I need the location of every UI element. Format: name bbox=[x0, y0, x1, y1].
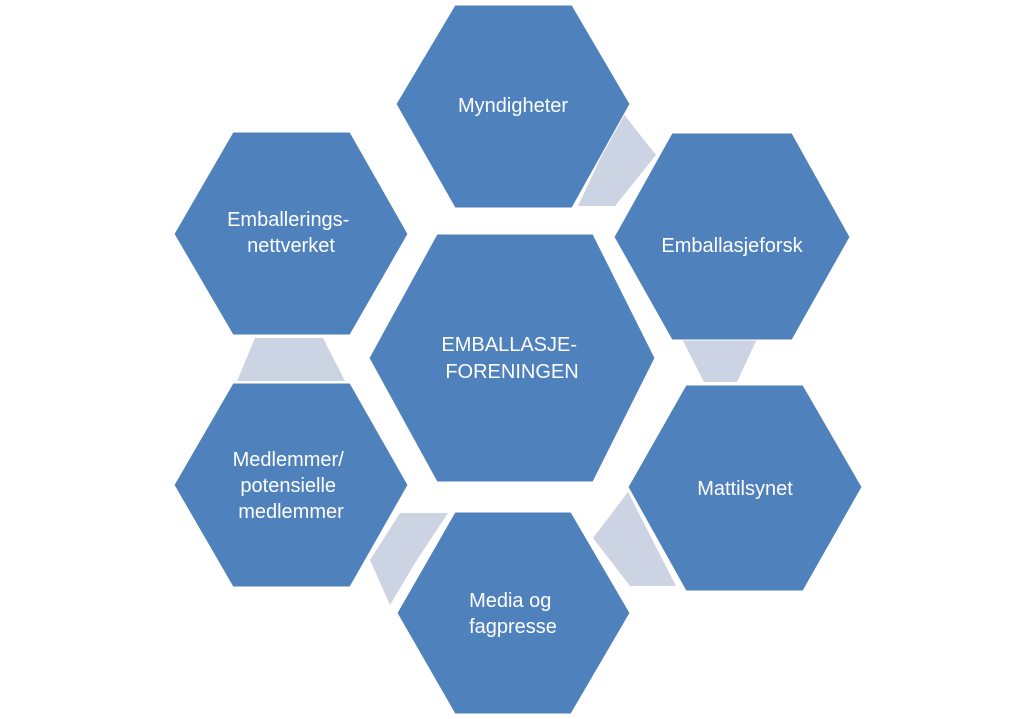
node-mattilsynet-label: Mattilsynet bbox=[697, 478, 793, 500]
node-myndigheter: Myndigheter bbox=[395, 4, 631, 209]
connector-media-medlemmer bbox=[370, 513, 448, 605]
node-media-label: Media og fagpresse bbox=[469, 590, 557, 638]
node-label-line: Media og bbox=[469, 590, 551, 612]
node-label-line: medlemmer bbox=[238, 501, 344, 523]
hexagons: EMBALLASJE- FORENINGEN Myndigheter Embal… bbox=[173, 4, 863, 715]
node-label-line: Myndigheter bbox=[458, 95, 568, 117]
center-hexagon: EMBALLASJE- FORENINGEN bbox=[368, 233, 656, 483]
node-label-line: fagpresse bbox=[469, 616, 557, 638]
connector-medlemmer-nettverket bbox=[237, 338, 345, 381]
center-label-line: EMBALLASJE- bbox=[441, 334, 577, 356]
node-label-line: potensielle bbox=[240, 475, 336, 497]
center-label-line: FORENINGEN bbox=[445, 361, 578, 383]
node-medlemmer-label: Medlemmer/ potensielle medlemmer bbox=[233, 449, 350, 523]
node-label-line: Mattilsynet bbox=[697, 478, 793, 500]
node-media: Media og fagpresse bbox=[396, 511, 631, 715]
node-nettverket-label: Emballerings- nettverket bbox=[227, 209, 355, 257]
node-myndigheter-label: Myndigheter bbox=[458, 95, 568, 117]
node-label-line: Emballasjeforsk bbox=[661, 235, 803, 257]
node-label-line: nettverket bbox=[247, 235, 335, 257]
node-medlemmer: Medlemmer/ potensielle medlemmer bbox=[173, 382, 409, 588]
node-mattilsynet: Mattilsynet bbox=[627, 384, 863, 592]
node-emballasjeforsk-label: Emballasjeforsk bbox=[661, 235, 803, 257]
node-label-line: Emballerings- bbox=[227, 209, 349, 231]
connector-emballasjeforsk-mattilsynet bbox=[682, 339, 757, 382]
node-label-line: Medlemmer/ bbox=[233, 449, 345, 471]
connector-myndigheter-emballasjeforsk bbox=[578, 112, 656, 206]
connector-mattilsynet-media bbox=[593, 492, 676, 586]
node-nettverket: Emballerings- nettverket bbox=[173, 131, 409, 336]
node-emballasjeforsk: Emballasjeforsk bbox=[613, 132, 851, 341]
connectors bbox=[237, 112, 757, 605]
center-label: EMBALLASJE- FORENINGEN bbox=[441, 334, 582, 383]
